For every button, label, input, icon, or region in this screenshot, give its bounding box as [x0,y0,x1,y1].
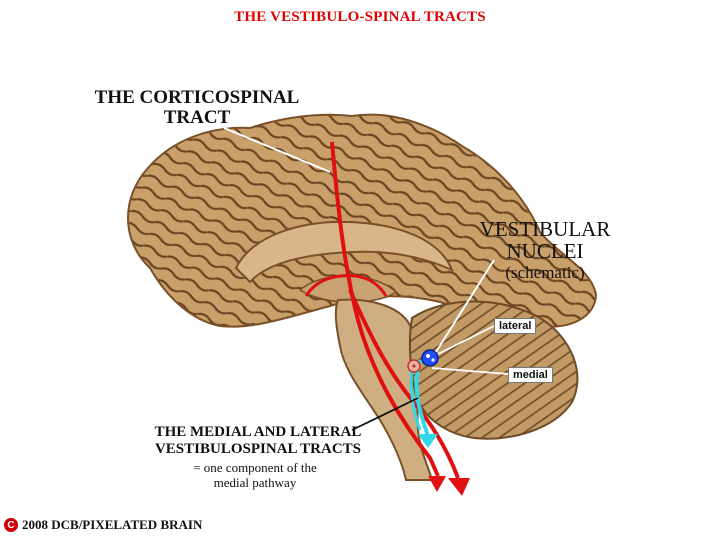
corticospinal-arrow-left [428,476,446,492]
vestibulospinal-label: THE MEDIAL AND LATERAL VESTIBULOSPINAL T… [128,424,388,458]
vestibular-label-line3: (schematic) [505,263,585,282]
corticospinal-arrow-right [448,478,470,496]
note-line1: = one component of the [193,460,317,475]
medial-pathway-note: = one component of the medial pathway [150,460,360,490]
vestibular-nuclei-label: VESTIBULAR NUCLEI (schematic) [470,218,620,284]
copyright-text: 2008 DCB/PIXELATED BRAIN [22,517,203,532]
vestibulospinal-label-line1: THE MEDIAL AND LATERAL [154,424,362,440]
medial-tag: medial [508,367,553,383]
page-title: THE VESTIBULO-SPINAL TRACTS [234,9,486,25]
corticospinal-label-line1: THE CORTICOSPINAL [94,87,300,108]
vestibular-label-line2: NUCLEI [506,239,584,263]
leader-vestibular [435,259,495,353]
corticospinal-label-line2: TRACT [163,107,231,128]
copyright-icon: C [4,518,18,532]
vestibulospinal-label-line2: VESTIBULOSPINAL TRACTS [154,441,362,457]
note-line2: medial pathway [213,475,297,490]
copyright-notice: C 2008 DCB/PIXELATED BRAIN [4,517,202,533]
lateral-tag: lateral [494,318,537,334]
leader-corticospinal [223,127,331,173]
corticospinal-label: THE CORTICOSPINAL TRACT [92,88,302,128]
leader-medial [431,367,509,375]
internal-capsule-arc [304,274,388,297]
vestibular-label-line1: VESTIBULAR [479,217,611,241]
lateral-nucleus [421,349,439,367]
corticospinal-tract [330,141,440,477]
leader-lateral [437,325,495,355]
vestibulospinal-arrow [418,434,438,448]
leader-mvst [351,397,419,431]
